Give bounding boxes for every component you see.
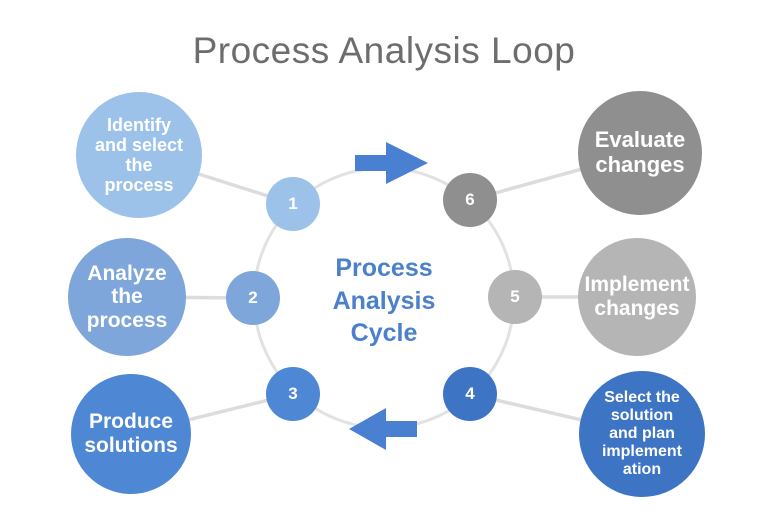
step-circle-1: 1 [266, 177, 320, 231]
node-label: Identify and select the process [94, 114, 184, 196]
node-label: Select the solution and plan implement a… [601, 389, 682, 478]
step-circle-5: 5 [488, 270, 542, 324]
node-label: Evaluate changes [594, 127, 686, 177]
step-number: 5 [510, 287, 520, 306]
page-title: Process Analysis Loop [192, 30, 576, 71]
node-label: Analyze the process [86, 261, 168, 332]
step-circle-6: 6 [443, 173, 497, 227]
step-circle-4: 4 [443, 367, 497, 421]
node-select-solution-plan: Select the solution and plan implement a… [579, 371, 705, 497]
step-number: 4 [465, 384, 475, 403]
step-number: 2 [248, 288, 258, 307]
node-analyze-process: Analyze the process [68, 238, 186, 356]
step-number: 6 [465, 190, 475, 209]
node-evaluate-changes: Evaluate changes [578, 91, 702, 215]
arrow-right-icon [355, 142, 428, 184]
step-circle-2: 2 [226, 271, 280, 325]
step-number: 1 [288, 194, 298, 213]
node-identify-select-process: Identify and select the process [76, 92, 202, 218]
node-label: Implement changes [584, 273, 690, 320]
node-produce-solutions: Produce solutions [71, 374, 191, 494]
step-circle-3: 3 [266, 367, 320, 421]
node-label: Produce solutions [84, 410, 178, 457]
step-number: 3 [288, 384, 298, 403]
node-implement-changes: Implement changes [578, 238, 696, 356]
cycle-center-label: Process Analysis Cycle [332, 254, 436, 347]
arrow-left-icon [349, 408, 417, 450]
